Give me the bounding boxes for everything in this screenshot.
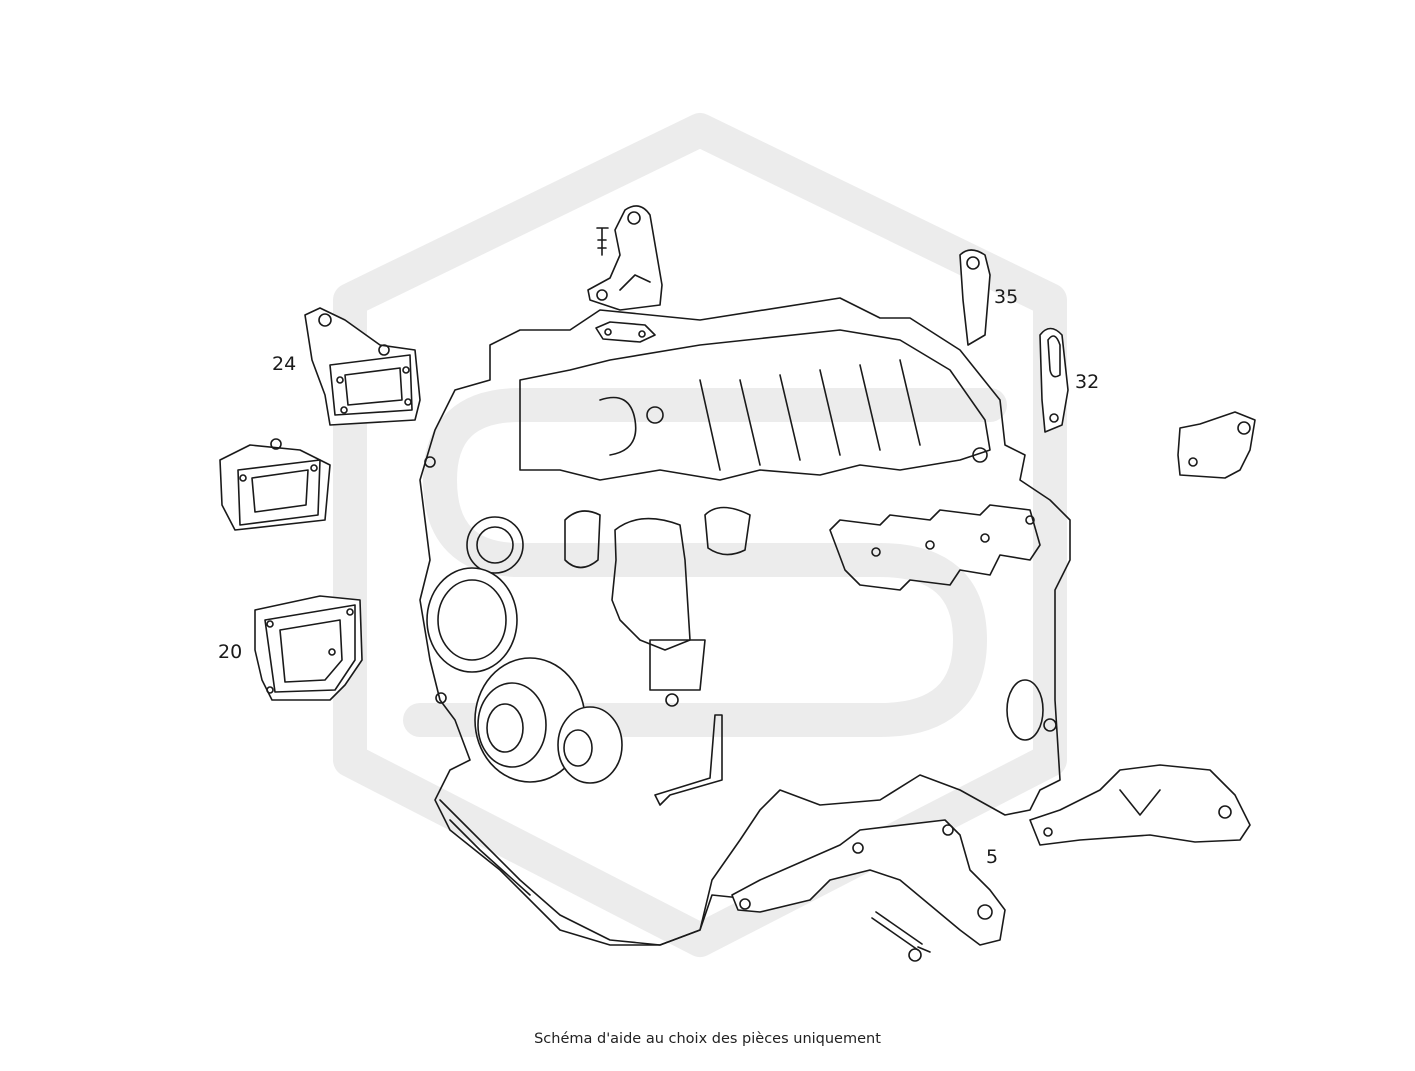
small-bracket-right xyxy=(1177,411,1256,479)
upper-bracket-part xyxy=(587,205,663,343)
watermark-logo xyxy=(333,113,1067,957)
strap-part-32 xyxy=(1039,327,1069,433)
mount-bracket-part-20 xyxy=(254,595,363,701)
callout-32: 32 xyxy=(1075,371,1099,393)
mount-bracket-part-24 xyxy=(304,307,421,426)
engine-block xyxy=(419,297,1071,946)
engine-mount-arm-part-5 xyxy=(731,819,1006,962)
callout-20: 20 xyxy=(218,641,242,663)
diagram-caption: Schéma d'aide au choix des pièces unique… xyxy=(534,1031,881,1047)
callout-5: 5 xyxy=(986,846,998,868)
callout-35: 35 xyxy=(994,286,1018,308)
callout-24: 24 xyxy=(272,353,296,375)
long-bracket-lower-right xyxy=(1029,764,1251,846)
strap-part-35 xyxy=(959,249,991,346)
mount-bracket-part-unlabeled xyxy=(219,438,331,531)
